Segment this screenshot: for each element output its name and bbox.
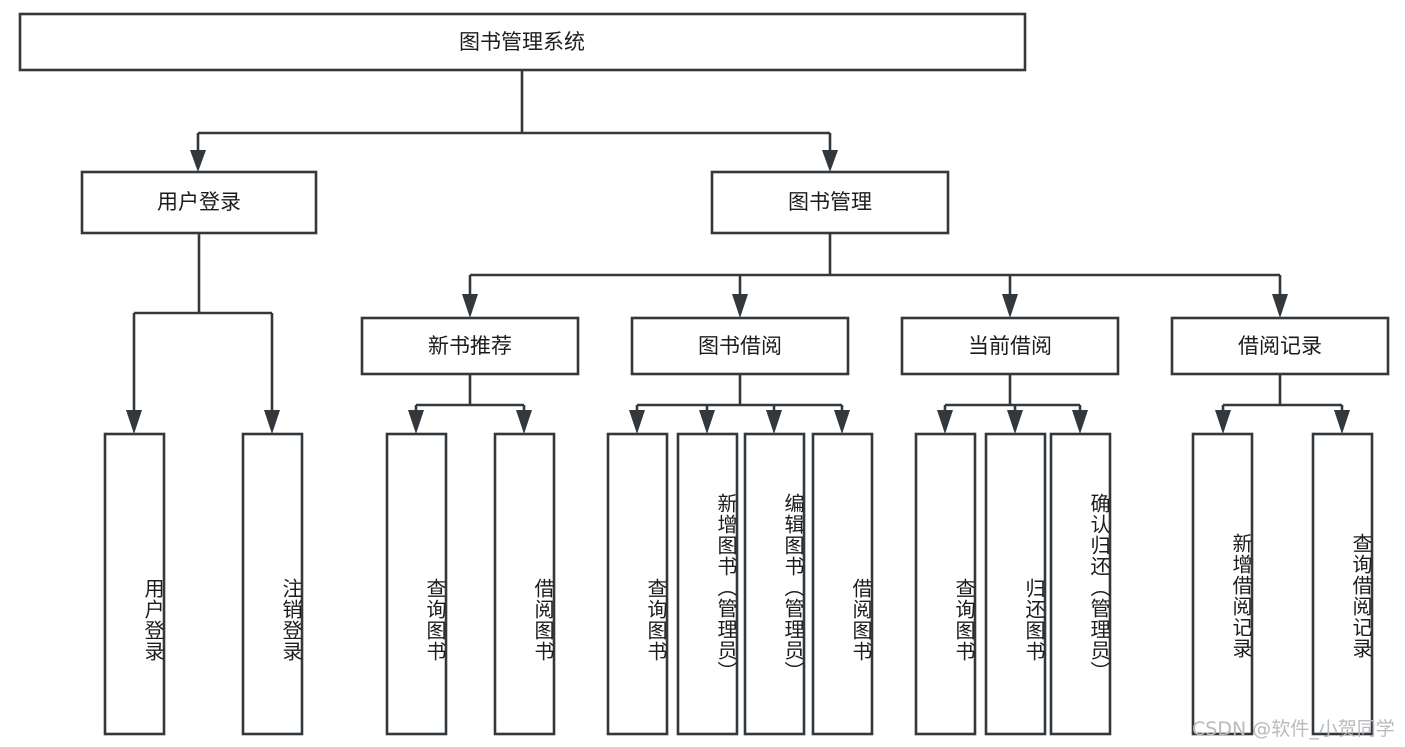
arrow-head-book-management bbox=[822, 150, 838, 172]
node-root-label: 图书管理系统 bbox=[459, 30, 585, 54]
leaf-nbr-query-book[interactable] bbox=[385, 432, 448, 736]
node-borrow-record[interactable] bbox=[1170, 316, 1390, 376]
arrow-head-cb-leaf-2 bbox=[1007, 410, 1023, 434]
arrow-head-bb-leaf-3 bbox=[766, 410, 782, 434]
node-user-login-label: 用户登录 bbox=[157, 190, 241, 214]
leaf-bb-query-book[interactable] bbox=[606, 432, 669, 736]
leaf-br-query-record[interactable] bbox=[1311, 432, 1374, 736]
arrow-head-br-leaf-2 bbox=[1334, 410, 1350, 434]
arrow-head-nbr-leaf-1 bbox=[408, 410, 424, 434]
arrow-head-book-borrow bbox=[732, 294, 748, 318]
arrow-head-borrow-record bbox=[1272, 294, 1288, 318]
leaf-bb-edit-book[interactable] bbox=[743, 432, 806, 736]
arrow-head-bb-leaf-2 bbox=[699, 410, 715, 434]
arrow-head-bb-leaf-1 bbox=[629, 410, 645, 434]
arrow-head-nbr-leaf-2 bbox=[516, 410, 532, 434]
node-new-book-recommend-label: 新书推荐 bbox=[428, 334, 512, 358]
leaf-logout[interactable] bbox=[241, 432, 304, 736]
leaf-user-login[interactable] bbox=[103, 432, 166, 736]
node-borrow-record-label: 借阅记录 bbox=[1238, 334, 1322, 358]
node-book-management-label: 图书管理 bbox=[788, 190, 872, 214]
leaf-br-add-record[interactable] bbox=[1191, 432, 1254, 736]
node-book-borrow-label: 图书借阅 bbox=[698, 334, 782, 358]
arrow-head-br-leaf-1 bbox=[1215, 410, 1231, 434]
arrow-head-leaf-logout bbox=[264, 410, 280, 434]
arrow-head-current-borrow bbox=[1002, 294, 1018, 318]
leaf-cb-confirm-return[interactable] bbox=[1049, 432, 1112, 736]
arrow-head-new-book-recommend bbox=[462, 294, 478, 318]
node-current-borrow-label: 当前借阅 bbox=[968, 334, 1052, 358]
arrow-head-cb-leaf-1 bbox=[937, 410, 953, 434]
node-current-borrow[interactable] bbox=[900, 316, 1120, 376]
node-book-management[interactable] bbox=[710, 170, 950, 235]
csdn-watermark: CSDN @软件_小贺同学 bbox=[1192, 718, 1395, 740]
arrow-head-leaf-user-login bbox=[126, 410, 142, 434]
leaf-cb-query-book[interactable] bbox=[914, 432, 977, 736]
leaf-cb-return-book[interactable] bbox=[984, 432, 1047, 736]
arrow-head-cb-leaf-3 bbox=[1072, 410, 1088, 434]
leaf-bb-add-book[interactable] bbox=[676, 432, 739, 736]
node-new-book-recommend[interactable] bbox=[360, 316, 580, 376]
leaf-nbr-borrow-book[interactable] bbox=[493, 432, 556, 736]
arrow-head-bb-leaf-4 bbox=[834, 410, 850, 434]
node-root-book-management-system[interactable] bbox=[18, 12, 1027, 72]
node-book-borrow[interactable] bbox=[630, 316, 850, 376]
arrow-head-user-login bbox=[190, 150, 206, 172]
leaf-bb-borrow-book[interactable] bbox=[811, 432, 874, 736]
